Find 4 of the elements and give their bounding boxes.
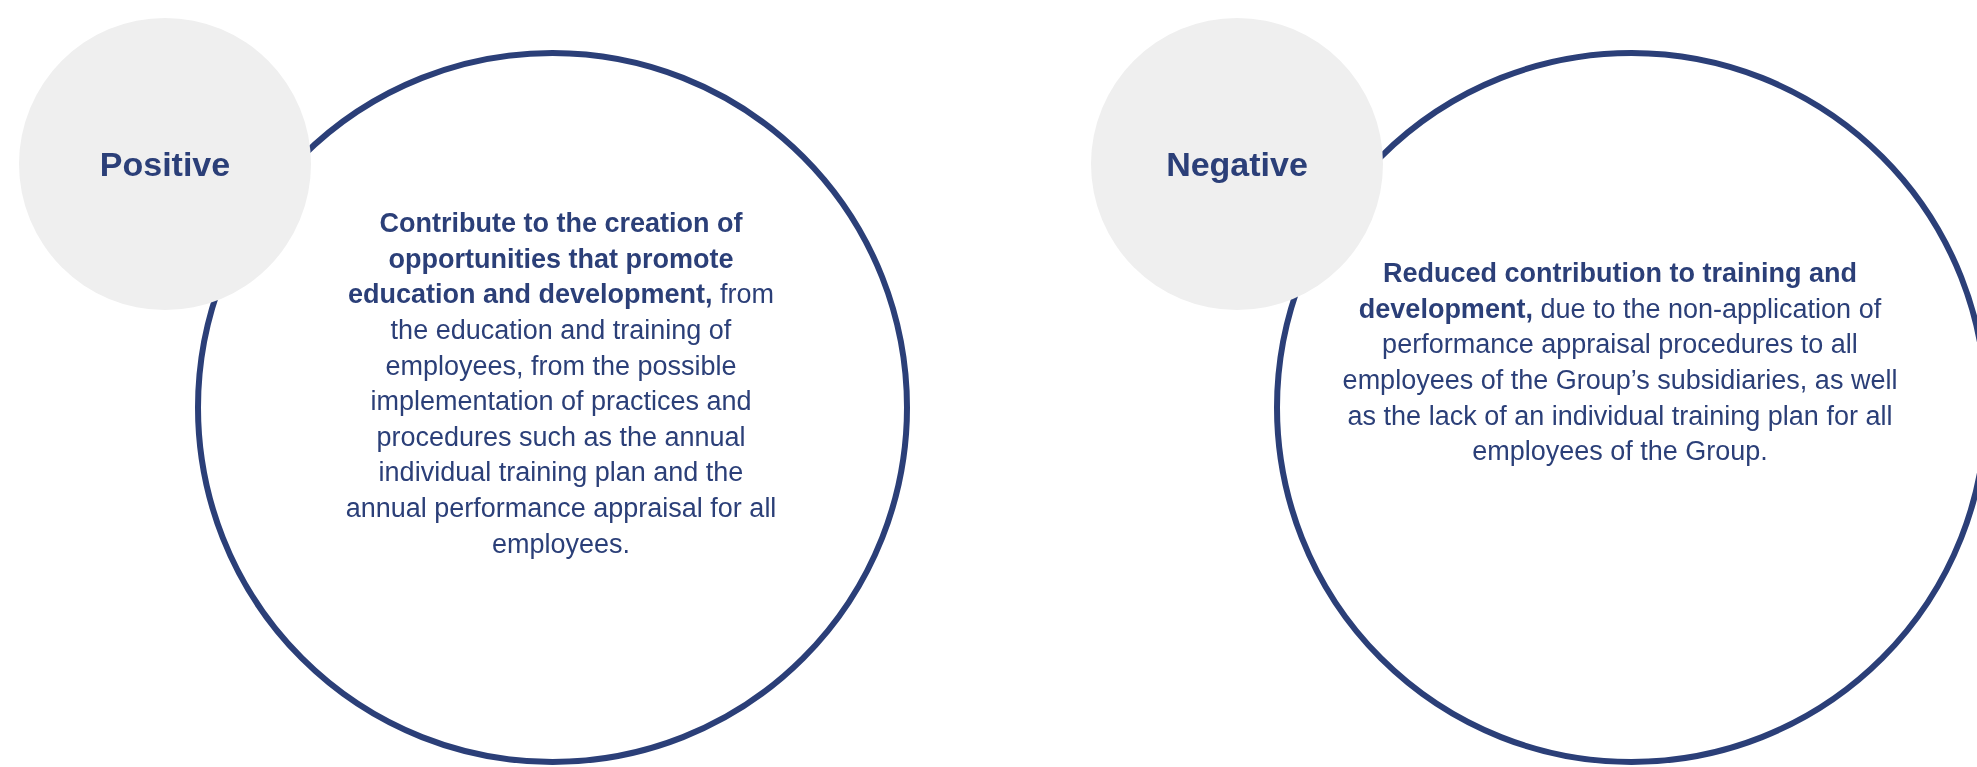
category-label: Negative — [1166, 144, 1308, 184]
category-label: Positive — [99, 144, 231, 184]
description-text: Reduced contribution to training and development, due to the non-application of performance appraisal procedures to all employees of the Group’s subsidiaries, as well as the lack of an individual training plan for all employees of the Group. — [1341, 257, 1899, 469]
description-text: Contribute to the creation of opportunities that promote education and development, from the education and training of employees, from the possible implementation of practices and procedures such as the annual individual training plan and the annual performance appraisal for all employees. — [344, 207, 778, 561]
